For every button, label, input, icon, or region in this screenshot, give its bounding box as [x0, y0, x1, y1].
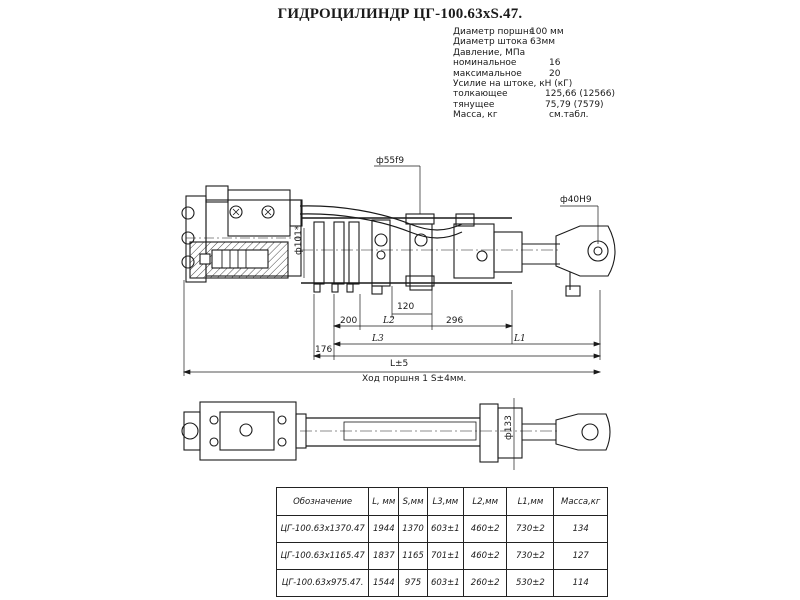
dim-200: 200	[340, 316, 358, 326]
spec-row: Давление, МПа	[453, 47, 526, 58]
cylinder-top-view	[181, 398, 611, 470]
dim-l1: L1	[514, 334, 526, 344]
col-l1: L1,мм	[506, 487, 555, 516]
col-designation: Обозначение	[275, 487, 370, 516]
col-l: L, мм	[368, 487, 400, 516]
col-mass: Масса,кг	[553, 487, 608, 516]
col-s: S,мм	[398, 487, 428, 516]
dim-l3: L3	[372, 334, 384, 344]
dim-stroke: Ход поршня 1 S±4мм.	[362, 374, 467, 384]
dim-rod-pin-diameter: ф55f9	[376, 156, 405, 166]
dim-eye-diameter: ф40Н9	[560, 195, 592, 205]
dim-l2: L2	[383, 316, 395, 326]
table-row: ЦГ-100.63х1370.47 1944 1370 603±1 460±2 …	[275, 515, 608, 543]
dim-gland-diameter: ф133	[504, 415, 514, 440]
dim-total-length: L±5	[390, 359, 409, 369]
col-l3: L3,мм	[426, 487, 464, 516]
drawing-title: ГИДРОЦИЛИНДР ЦГ-100.63хS.47.	[277, 6, 523, 22]
table-header-row: Обозначение L, мм S,мм L3,мм L2,мм L1,мм…	[275, 487, 608, 516]
table-row: ЦГ-100.63х1165.47 1837 1165 701±1 460±2 …	[275, 542, 608, 570]
dim-176: 176	[315, 345, 333, 355]
top-view-dimensions	[182, 165, 602, 376]
spec-row: Усилие на штоке, кН (кГ)	[453, 78, 573, 89]
dim-120: 120	[397, 302, 415, 312]
variants-table: Обозначение L, мм S,мм L3,мм L2,мм L1,мм…	[275, 487, 608, 597]
cylinder-side-view	[181, 185, 616, 297]
dim-296: 296	[446, 316, 464, 326]
table-row: ЦГ-100.63х975.47. 1544 975 603±1 260±2 5…	[275, 569, 608, 597]
col-l2: L2,мм	[462, 487, 508, 516]
dim-bore-diameter: ф101*	[294, 225, 304, 255]
